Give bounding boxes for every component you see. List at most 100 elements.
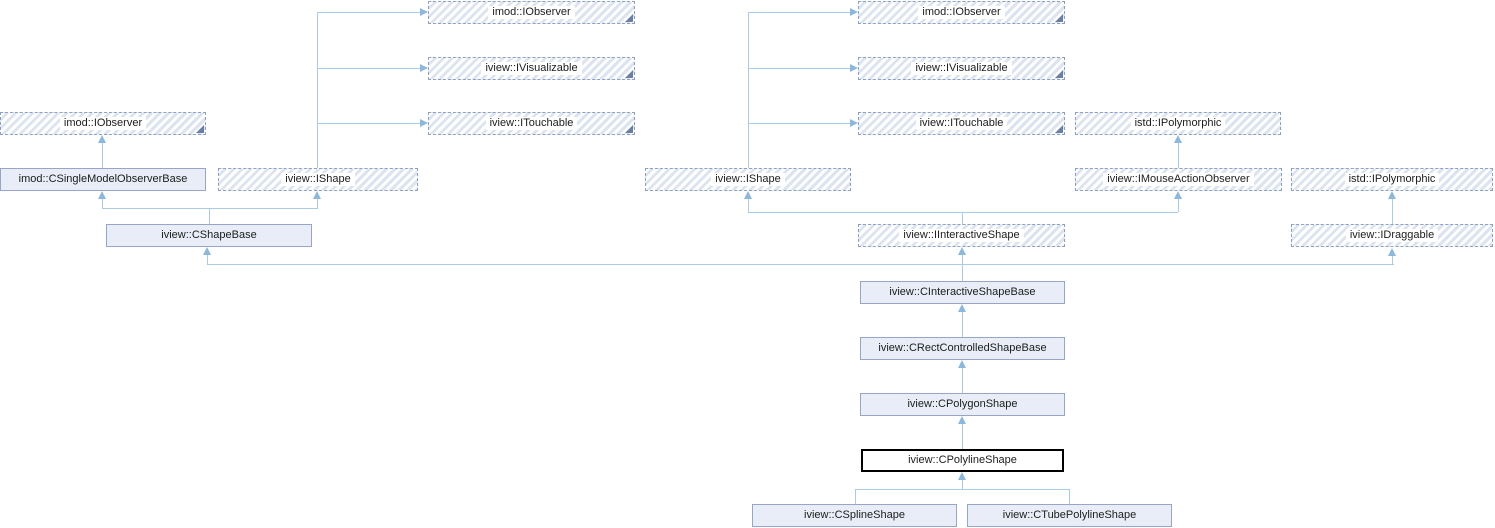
class-name-label: iview::CTubePolylineShape [1002, 509, 1137, 521]
class-name-label: iview::IVisualizable [911, 62, 1012, 75]
edge-line-vertical [207, 255, 208, 264]
node-istd-ipolymorphic-upper[interactable]: istd::IPolymorphic [1075, 112, 1281, 135]
edge-line-horizontal [317, 123, 420, 124]
class-name-label: iview::IVisualizable [481, 62, 582, 75]
inheritance-arrow-up-icon [958, 304, 966, 312]
class-name-label: istd::IPolymorphic [1344, 173, 1440, 186]
edge-line-vertical [962, 312, 963, 337]
edge-line-horizontal [317, 68, 420, 69]
edge-line-horizontal [748, 12, 850, 13]
edge-line-vertical [962, 255, 963, 281]
truncation-corner-icon [1055, 125, 1063, 133]
inheritance-arrow-right-icon [420, 119, 428, 127]
inheritance-arrow-up-icon [98, 191, 106, 199]
edge-line-vertical [962, 368, 963, 393]
node-iview-ishape-right[interactable]: iview::IShape [645, 168, 851, 191]
inheritance-arrow-up-icon [744, 191, 752, 199]
truncation-corner-icon [1055, 70, 1063, 78]
inheritance-arrow-up-icon [1388, 248, 1396, 256]
node-iview-itouchable-left[interactable]: iview::ITouchable [428, 112, 635, 135]
edge-line-vertical [962, 212, 963, 224]
node-iview-ishape-left[interactable]: iview::IShape [218, 168, 418, 191]
class-name-label: iview::IShape [281, 173, 355, 186]
edge-line-horizontal [317, 12, 420, 13]
edge-line-vertical [962, 480, 963, 489]
inheritance-arrow-up-icon [958, 472, 966, 480]
node-istd-ipolymorphic-right[interactable]: istd::IPolymorphic [1291, 168, 1493, 191]
inheritance-arrow-up-icon [958, 416, 966, 424]
edge-line-horizontal [748, 123, 850, 124]
edge-line-horizontal [102, 208, 318, 209]
node-imod-csinglemodelobserverbase[interactable]: imod::CSingleModelObserverBase [0, 168, 206, 191]
node-iview-csplineshape[interactable]: iview::CSplineShape [752, 504, 957, 527]
node-iview-cpolylineshape-current: iview::CPolylineShape [861, 449, 1064, 472]
class-name-label: imod::CSingleModelObserverBase [18, 173, 188, 185]
edge-line-vertical [855, 489, 856, 504]
edge-line-vertical [102, 143, 103, 168]
class-name-label: iview::ITouchable [915, 117, 1008, 130]
class-name-label: iview::CPolylineShape [908, 454, 1017, 466]
class-name-label: iview::CInteractiveShapeBase [889, 286, 1036, 298]
truncation-corner-icon [1055, 14, 1063, 22]
node-iview-cinteractiveshapebase[interactable]: iview::CInteractiveShapeBase [860, 281, 1065, 304]
edge-line-vertical [317, 199, 318, 209]
class-name-label: iview::IMouseActionObserver [1103, 173, 1254, 186]
node-iview-itouchable-right[interactable]: iview::ITouchable [858, 112, 1065, 135]
class-name-label: iview::CRectControlledShapeBase [878, 342, 1047, 354]
class-name-label: iview::CPolygonShape [907, 398, 1018, 410]
inheritance-arrow-right-icon [850, 8, 858, 16]
node-imod-iobserver-upper-right[interactable]: imod::IObserver [858, 1, 1065, 24]
class-name-label: iview::IDraggable [1345, 229, 1439, 242]
edge-line-horizontal [748, 68, 850, 69]
truncation-corner-icon [625, 14, 633, 22]
edge-line-vertical [748, 12, 749, 168]
inheritance-arrow-right-icon [850, 119, 858, 127]
edge-line-vertical [1069, 489, 1070, 504]
edge-line-vertical [748, 199, 749, 212]
class-name-label: iview::ITouchable [485, 117, 578, 130]
inheritance-arrow-up-icon [958, 360, 966, 368]
edge-line-horizontal [207, 264, 1394, 265]
truncation-corner-icon [625, 70, 633, 78]
node-imod-iobserver-left[interactable]: imod::IObserver [0, 112, 206, 135]
edge-line-horizontal [748, 212, 1178, 213]
class-name-label: iview::CShapeBase [161, 229, 257, 241]
inheritance-arrow-up-icon [958, 247, 966, 255]
edge-line-vertical [102, 199, 103, 209]
node-iview-ivisualizable-right[interactable]: iview::IVisualizable [858, 57, 1065, 80]
inheritance-arrow-up-icon [98, 135, 106, 143]
node-iview-idraggable[interactable]: iview::IDraggable [1291, 224, 1493, 247]
node-iview-ivisualizable-left[interactable]: iview::IVisualizable [428, 57, 635, 80]
edge-line-vertical [1392, 256, 1393, 264]
class-name-label: imod::IObserver [59, 117, 147, 130]
inheritance-arrow-right-icon [420, 64, 428, 72]
edge-line-vertical [1178, 143, 1179, 168]
node-iview-ctubepolylineshape[interactable]: iview::CTubePolylineShape [967, 504, 1172, 527]
edge-line-vertical [209, 208, 210, 224]
edge-line-vertical [1392, 199, 1393, 224]
node-iview-cpolygonshape[interactable]: iview::CPolygonShape [860, 393, 1065, 416]
class-name-label: imod::IObserver [918, 6, 1005, 19]
class-name-label: iview::CSplineShape [804, 509, 905, 521]
node-iview-iinteractiveshape[interactable]: iview::IInteractiveShape [858, 224, 1065, 247]
class-name-label: iview::IShape [711, 173, 785, 186]
inheritance-arrow-right-icon [850, 64, 858, 72]
node-imod-iobserver-upper-left[interactable]: imod::IObserver [428, 1, 635, 24]
class-name-label: imod::IObserver [488, 6, 575, 19]
inheritance-arrow-up-icon [313, 191, 321, 199]
truncation-corner-icon [196, 125, 204, 133]
inheritance-arrow-up-icon [1388, 191, 1396, 199]
truncation-corner-icon [625, 125, 633, 133]
edge-line-horizontal [855, 489, 1069, 490]
inheritance-arrow-right-icon [420, 8, 428, 16]
inheritance-arrow-up-icon [1174, 191, 1182, 199]
inheritance-arrow-up-icon [1174, 135, 1182, 143]
inheritance-arrow-up-icon [203, 247, 211, 255]
node-iview-cshapebase[interactable]: iview::CShapeBase [106, 224, 312, 247]
node-iview-crectcontrolledshapebase[interactable]: iview::CRectControlledShapeBase [860, 337, 1065, 360]
class-name-label: iview::IInteractiveShape [899, 229, 1024, 242]
edge-line-vertical [317, 12, 318, 168]
class-name-label: istd::IPolymorphic [1130, 117, 1226, 130]
node-iview-imouseactionobserver[interactable]: iview::IMouseActionObserver [1075, 168, 1282, 191]
